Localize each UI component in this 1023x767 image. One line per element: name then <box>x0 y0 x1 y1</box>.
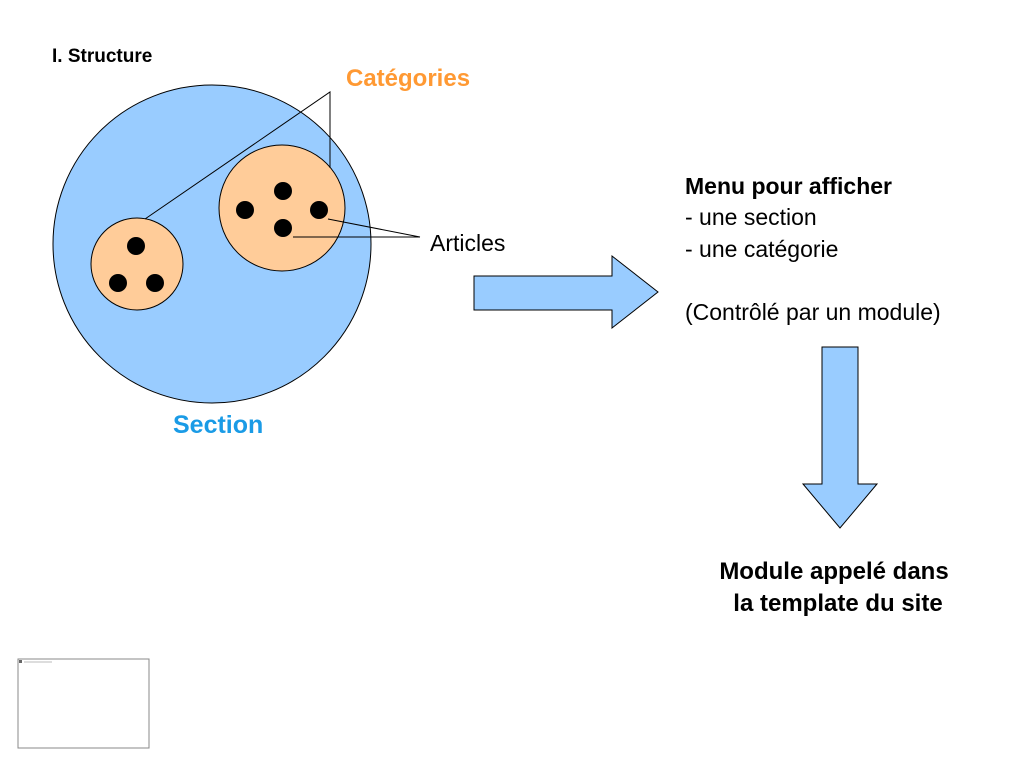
article-dot <box>274 219 292 237</box>
menu-note: (Contrôlé par un module) <box>685 299 941 325</box>
category-circle-small <box>90 217 184 311</box>
categories-callout-line <box>144 91 331 220</box>
article-dot <box>274 182 292 200</box>
article-dot <box>310 201 328 219</box>
categories-label: Catégories <box>346 65 470 92</box>
menu-line-section: - une section <box>685 204 817 230</box>
thumbnail-mark <box>19 660 22 663</box>
menu-heading: Menu pour afficher <box>685 173 892 199</box>
slide-title: I. Structure <box>52 46 152 67</box>
article-dot <box>236 201 254 219</box>
thumbnail-frame <box>17 658 150 749</box>
category-circle-large <box>218 144 346 272</box>
article-dot <box>127 237 145 255</box>
section-label: Section <box>173 411 263 439</box>
articles-callout-line <box>327 218 421 238</box>
result-line-1: Module appelé dans <box>719 558 948 585</box>
right-arrow-icon <box>473 254 659 330</box>
result-line-2: la template du site <box>733 590 942 617</box>
article-dot <box>109 274 127 292</box>
articles-label: Articles <box>430 230 505 256</box>
down-arrow-icon <box>801 346 879 529</box>
menu-line-category: - une catégorie <box>685 236 838 262</box>
article-dot <box>146 274 164 292</box>
